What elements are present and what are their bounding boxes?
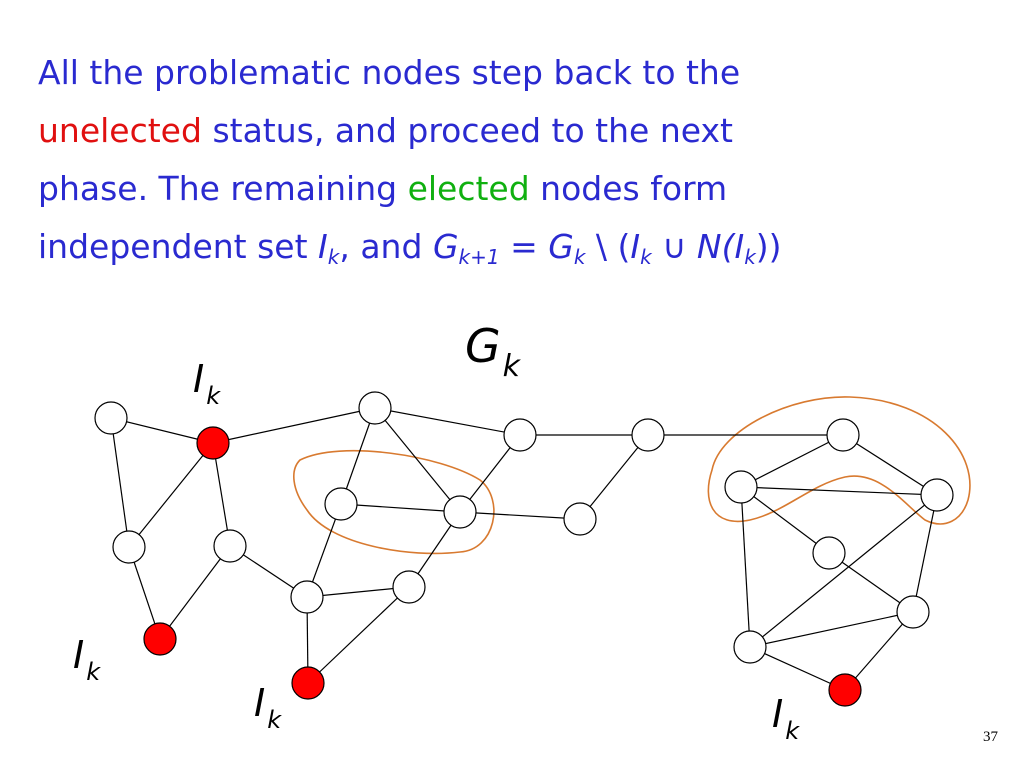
slide-title: All the problematic nodes step back to t… bbox=[38, 44, 1018, 276]
node-i bbox=[503, 418, 537, 452]
edge-o-q bbox=[842, 434, 938, 496]
edge-f-h bbox=[374, 407, 461, 513]
edge-t-u bbox=[749, 646, 846, 691]
edge-b-c bbox=[128, 442, 214, 548]
node-m bbox=[563, 502, 597, 536]
edge-a-b bbox=[110, 417, 214, 444]
formula-k: k bbox=[327, 245, 340, 269]
graph-label-G-k: Gk bbox=[465, 319, 522, 384]
edge-b-f bbox=[212, 407, 376, 444]
set-label-I-k-2-main: I bbox=[73, 633, 84, 677]
title-line-2: status, and proceed to the next bbox=[212, 111, 733, 150]
edge-b-d bbox=[212, 442, 231, 547]
node-t bbox=[733, 630, 767, 664]
node-f bbox=[358, 391, 392, 425]
set-label-I-k-3: Ik bbox=[254, 681, 282, 734]
node-j bbox=[290, 580, 324, 614]
node-c bbox=[112, 530, 146, 564]
node-s bbox=[896, 595, 930, 629]
formula-eq: = bbox=[510, 227, 538, 266]
node-g bbox=[324, 487, 358, 521]
set-label-I-k-1-sub: k bbox=[206, 382, 221, 410]
edge-d-e bbox=[159, 545, 231, 640]
edge-h-m bbox=[459, 511, 581, 520]
formula-N: N( bbox=[696, 227, 735, 266]
node-n bbox=[631, 418, 665, 452]
edge-a-c bbox=[110, 417, 130, 548]
formula-comma-and: , and bbox=[339, 227, 423, 266]
title-line-1: All the problematic nodes step back to t… bbox=[38, 53, 741, 92]
edge-q-t bbox=[749, 494, 938, 648]
node-r bbox=[812, 536, 846, 570]
elected-term: elected bbox=[407, 169, 530, 208]
edge-m-n bbox=[579, 434, 649, 520]
node-q bbox=[920, 478, 954, 512]
edge-r-s bbox=[828, 552, 914, 613]
edge-q-s bbox=[912, 494, 938, 613]
edge-k-l bbox=[307, 586, 410, 684]
edge-o-p bbox=[740, 434, 844, 488]
node-h bbox=[443, 495, 477, 529]
unelected-term: unelected bbox=[38, 111, 202, 150]
formula-k3: k bbox=[640, 245, 652, 269]
problematic-regions bbox=[293, 396, 971, 555]
set-label-I-k-4-main: I bbox=[772, 692, 783, 736]
edge-p-t bbox=[740, 486, 751, 648]
edge-j-l bbox=[306, 586, 410, 598]
formula-I3: I bbox=[734, 227, 745, 266]
node-a bbox=[94, 401, 128, 435]
formula-k4: k bbox=[744, 245, 756, 269]
formula-k-plus-1: k+1 bbox=[458, 245, 500, 269]
region-outline-left bbox=[293, 450, 495, 555]
selected-node-u bbox=[828, 673, 862, 707]
formula-I: I bbox=[318, 227, 328, 266]
node-d bbox=[213, 529, 247, 563]
graph-edges bbox=[110, 407, 938, 691]
region-outline-right bbox=[707, 396, 971, 525]
graph-label-G-k-sub: k bbox=[503, 349, 522, 384]
edge-g-h bbox=[340, 503, 461, 513]
selected-node-b bbox=[196, 426, 230, 460]
formula-k2: k bbox=[573, 245, 586, 269]
selected-node-k bbox=[291, 666, 325, 700]
formula-I2: I bbox=[630, 227, 641, 266]
title-line-4: independent set bbox=[38, 227, 308, 266]
formula-union: ∪ bbox=[662, 227, 687, 266]
formula-G2: G bbox=[548, 227, 574, 266]
set-label-I-k-1: Ik bbox=[193, 357, 221, 410]
page-number: 37 bbox=[983, 729, 998, 745]
edge-s-u bbox=[844, 611, 914, 691]
edge-p-r bbox=[740, 486, 830, 554]
set-label-I-k-4: Ik bbox=[772, 692, 800, 745]
set-label-I-k-4-sub: k bbox=[785, 717, 800, 745]
title-line-3-end: nodes form bbox=[540, 169, 728, 208]
node-o bbox=[826, 418, 860, 452]
edge-p-q bbox=[740, 486, 938, 496]
edge-s-t bbox=[749, 611, 914, 648]
set-label-I-k-3-sub: k bbox=[267, 706, 282, 734]
selected-node-e bbox=[143, 622, 177, 656]
node-p bbox=[724, 470, 758, 504]
set-label-I-k-2-sub: k bbox=[86, 658, 101, 686]
edge-f-i bbox=[374, 407, 521, 436]
formula-G: G bbox=[432, 227, 459, 266]
graph-nodes bbox=[94, 391, 954, 707]
set-label-I-k-1-main: I bbox=[193, 357, 204, 401]
formula-close: )) bbox=[755, 227, 782, 266]
node-l bbox=[392, 570, 426, 604]
edge-f-g bbox=[340, 407, 376, 505]
set-label-I-k-3-main: I bbox=[254, 681, 265, 725]
set-label-I-k-2: Ik bbox=[73, 633, 101, 686]
formula-setminus: \ ( bbox=[595, 227, 631, 266]
title-line-3: phase. The remaining bbox=[38, 169, 398, 208]
graph-label-G-k-main: G bbox=[465, 319, 501, 373]
